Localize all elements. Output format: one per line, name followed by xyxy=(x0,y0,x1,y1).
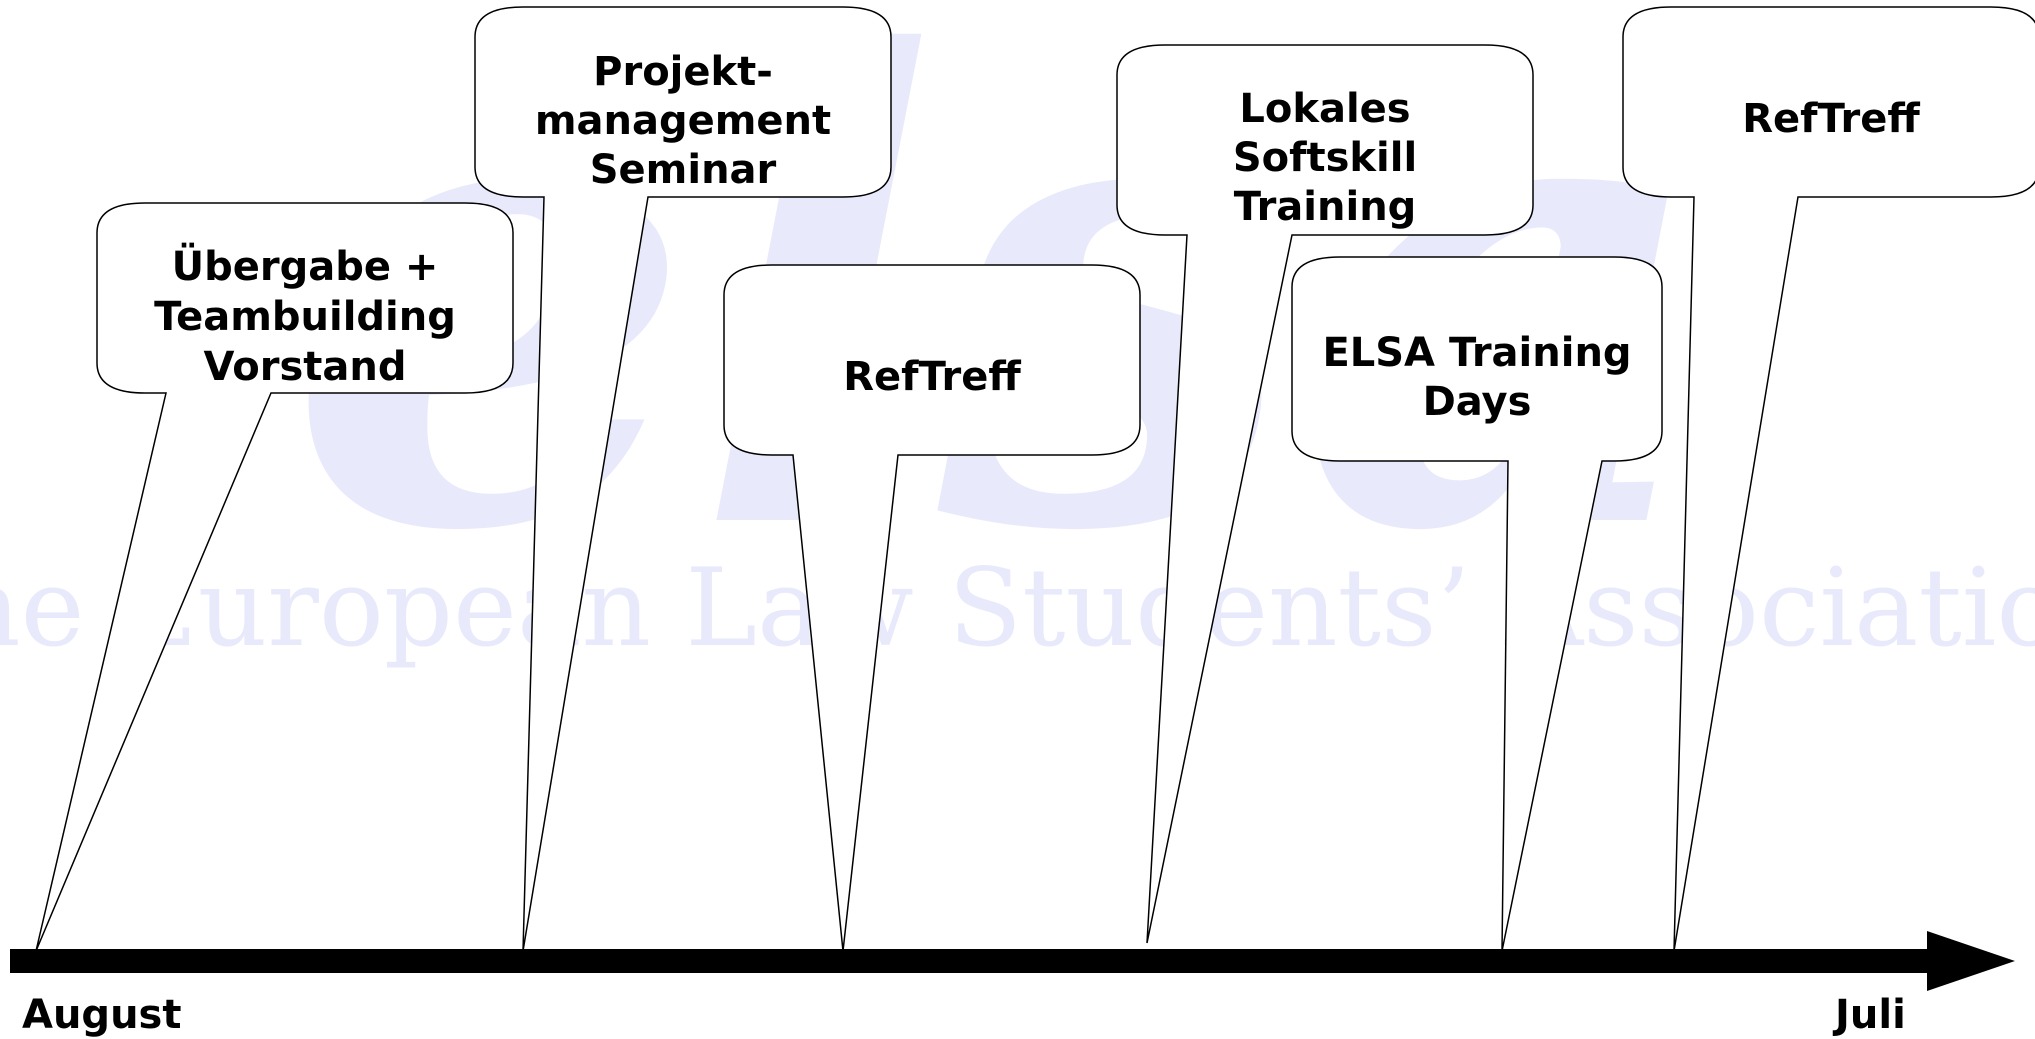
callout-label-line: Days xyxy=(1423,379,1532,425)
callout-shape xyxy=(1291,256,1663,952)
callout-reftreff-1: RefTreff xyxy=(723,264,1141,952)
callout-label-line: Übergabe + xyxy=(172,242,439,290)
timeline-bar xyxy=(10,949,1945,973)
callout-shape xyxy=(723,264,1141,952)
callout-shape xyxy=(1622,6,2035,952)
callout-label-line: RefTreff xyxy=(1742,96,1920,142)
callout-label-line: Training xyxy=(1234,184,1417,230)
callout-label-line: Teambuilding xyxy=(154,294,456,340)
callout-label-line: RefTreff xyxy=(843,354,1021,400)
callout-label-line: Seminar xyxy=(590,147,777,193)
callout-shape xyxy=(474,6,892,952)
callout-shape xyxy=(35,202,514,952)
timeline-arrowhead xyxy=(1927,931,2015,991)
callout-label-line: Lokales xyxy=(1239,86,1410,132)
callout-label-line: Softskill xyxy=(1233,135,1417,181)
callout-label-line: management xyxy=(535,98,831,144)
timeline-start-label: August xyxy=(22,992,181,1038)
timeline-axis: August Juli xyxy=(10,931,2015,1038)
callout-label-line: ELSA Training xyxy=(1322,330,1631,376)
callout-label-line: Projekt- xyxy=(593,49,773,95)
event-callouts: Übergabe +TeambuildingVorstandProjekt-ma… xyxy=(35,6,2035,952)
callout-reftreff-2: RefTreff xyxy=(1622,6,2035,952)
callout-label-line: Vorstand xyxy=(203,344,406,390)
callout-shape xyxy=(1116,44,1534,944)
timeline-end-label: Juli xyxy=(1832,992,1906,1038)
